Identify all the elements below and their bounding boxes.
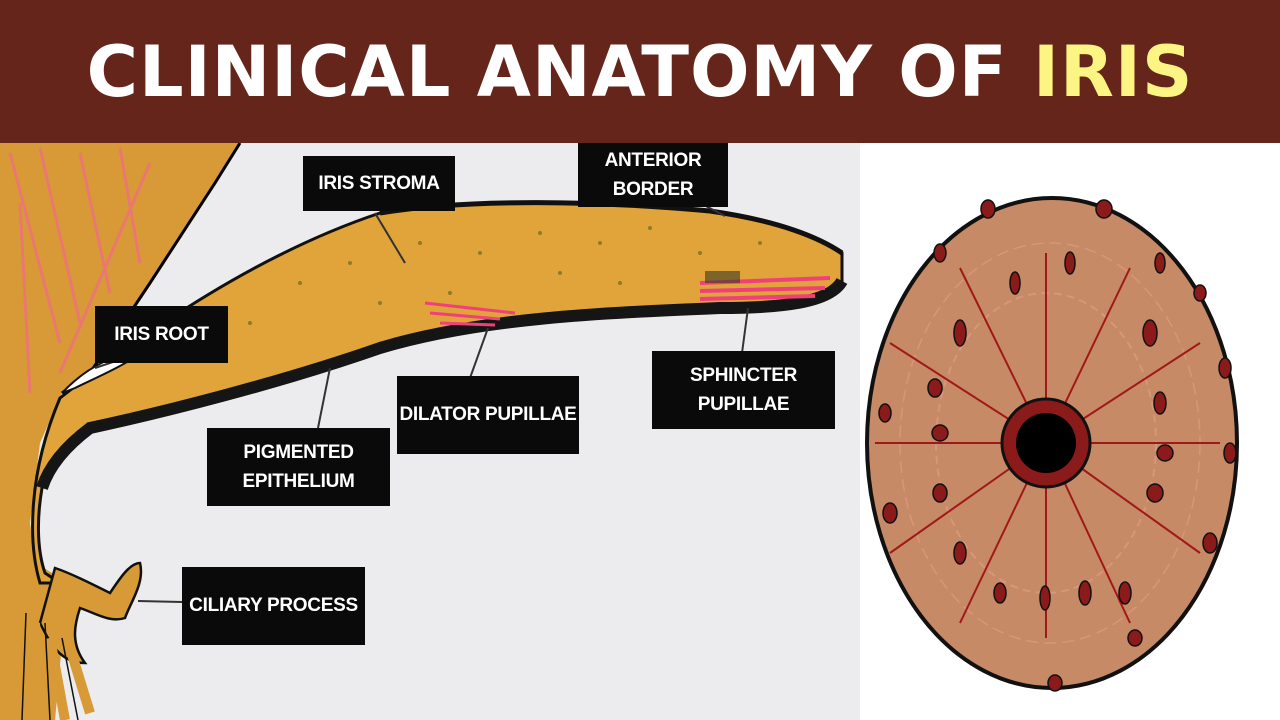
- sphincter-dark-patch: [705, 271, 740, 283]
- label-anterior-border: ANTERIOR BORDER: [578, 143, 728, 207]
- ciliary-body: [0, 143, 240, 720]
- iris-crypts: [878, 199, 1237, 692]
- title-prefix: CLINICAL ANATOMY OF: [86, 30, 1008, 113]
- label-sphincter-pupillae-line2: PUPILLAE: [697, 394, 790, 415]
- anterior-border: [379, 200, 844, 256]
- label-iris-stroma-text: IRIS STROMA: [318, 172, 440, 194]
- label-iris-root: IRIS ROOT: [95, 306, 228, 363]
- label-pigmented-epithelium: PIGMENTED EPITHELIUM: [207, 428, 390, 506]
- ciliary-body-fibers: [8, 147, 152, 394]
- title-highlight: IRIS: [1032, 30, 1194, 113]
- page-title: CLINICAL ANATOMY OF IRIS: [87, 31, 1194, 113]
- label-anterior-border-line1: ANTERIOR: [604, 149, 702, 171]
- label-ciliary-process-text: CILIARY PROCESS: [189, 595, 358, 617]
- dilator-pupillae-muscle: [424, 301, 516, 327]
- diagram-panel: IRIS STROMA ANTERIOR BORDER IRIS ROOT DI…: [0, 143, 860, 720]
- label-dilator-pupillae-text: DILATOR PUPILLAE: [399, 404, 577, 426]
- label-pigmented-epithelium-line1: PIGMENTED: [243, 441, 354, 463]
- pupil: [1016, 413, 1076, 473]
- pigmented-epithelium: [36, 277, 848, 491]
- title-bar: CLINICAL ANATOMY OF IRIS: [0, 0, 1280, 143]
- label-iris-root-text: IRIS ROOT: [114, 323, 209, 345]
- ciliary-fingers: [10, 612, 95, 720]
- label-sphincter-pupillae-line1: SPHINCTER: [689, 364, 798, 386]
- label-pigmented-epithelium-line2: EPITHELIUM: [242, 471, 355, 492]
- iris-front-view: [865, 196, 1239, 692]
- ciliary-process-shape: [38, 561, 143, 665]
- label-anterior-border-line2: BORDER: [612, 179, 694, 200]
- label-sphincter-pupillae: SPHINCTER PUPILLAE: [652, 351, 835, 429]
- label-dilator-pupillae: DILATOR PUPILLAE: [397, 376, 579, 454]
- label-iris-stroma: IRIS STROMA: [303, 156, 455, 211]
- label-ciliary-process: CILIARY PROCESS: [182, 567, 365, 645]
- ciliary-fingers-outline: [21, 612, 79, 720]
